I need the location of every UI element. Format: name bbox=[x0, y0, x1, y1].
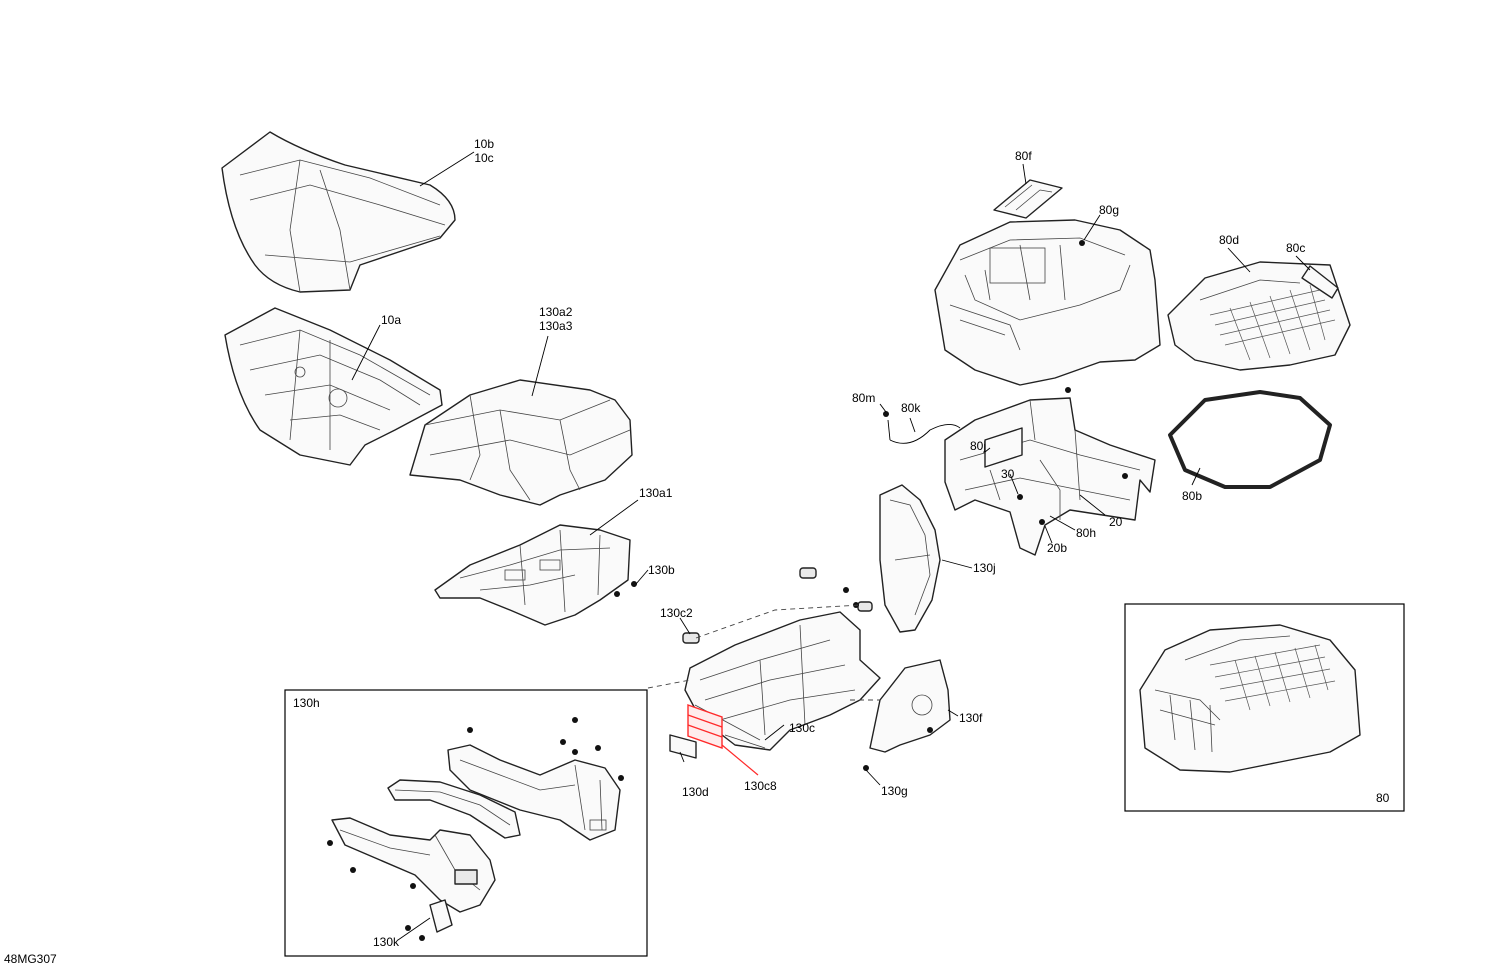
screws-group bbox=[614, 240, 1128, 771]
latch-plate-80f[interactable] bbox=[993, 179, 1063, 219]
leader-lines bbox=[351, 151, 1311, 786]
assembly-dash-lines bbox=[647, 604, 880, 701]
label-sticker-80j[interactable] bbox=[984, 427, 1023, 468]
seat-bracket-part[interactable] bbox=[434, 524, 631, 626]
box-cover-part[interactable] bbox=[1167, 261, 1351, 371]
decal-part-130d[interactable] bbox=[669, 734, 697, 759]
seat-cushion-part[interactable] bbox=[221, 131, 456, 293]
highlighted-part-130c8[interactable] bbox=[687, 704, 723, 749]
seal-part-80b[interactable] bbox=[1168, 390, 1332, 489]
seat-frame-part[interactable] bbox=[684, 611, 881, 751]
inset-box-130h[interactable] bbox=[284, 689, 648, 957]
bolt-130c2[interactable] bbox=[682, 567, 873, 644]
storage-box-part[interactable] bbox=[934, 219, 1161, 386]
armrest-part[interactable] bbox=[879, 484, 941, 633]
handle-part-80c[interactable] bbox=[1301, 265, 1339, 299]
seat-base-part[interactable] bbox=[224, 307, 443, 466]
seat-foam-part[interactable] bbox=[409, 379, 633, 506]
inset-box-80[interactable] bbox=[1124, 603, 1405, 812]
cable-part-80k[interactable] bbox=[883, 411, 961, 444]
side-cover-part[interactable] bbox=[869, 659, 951, 753]
